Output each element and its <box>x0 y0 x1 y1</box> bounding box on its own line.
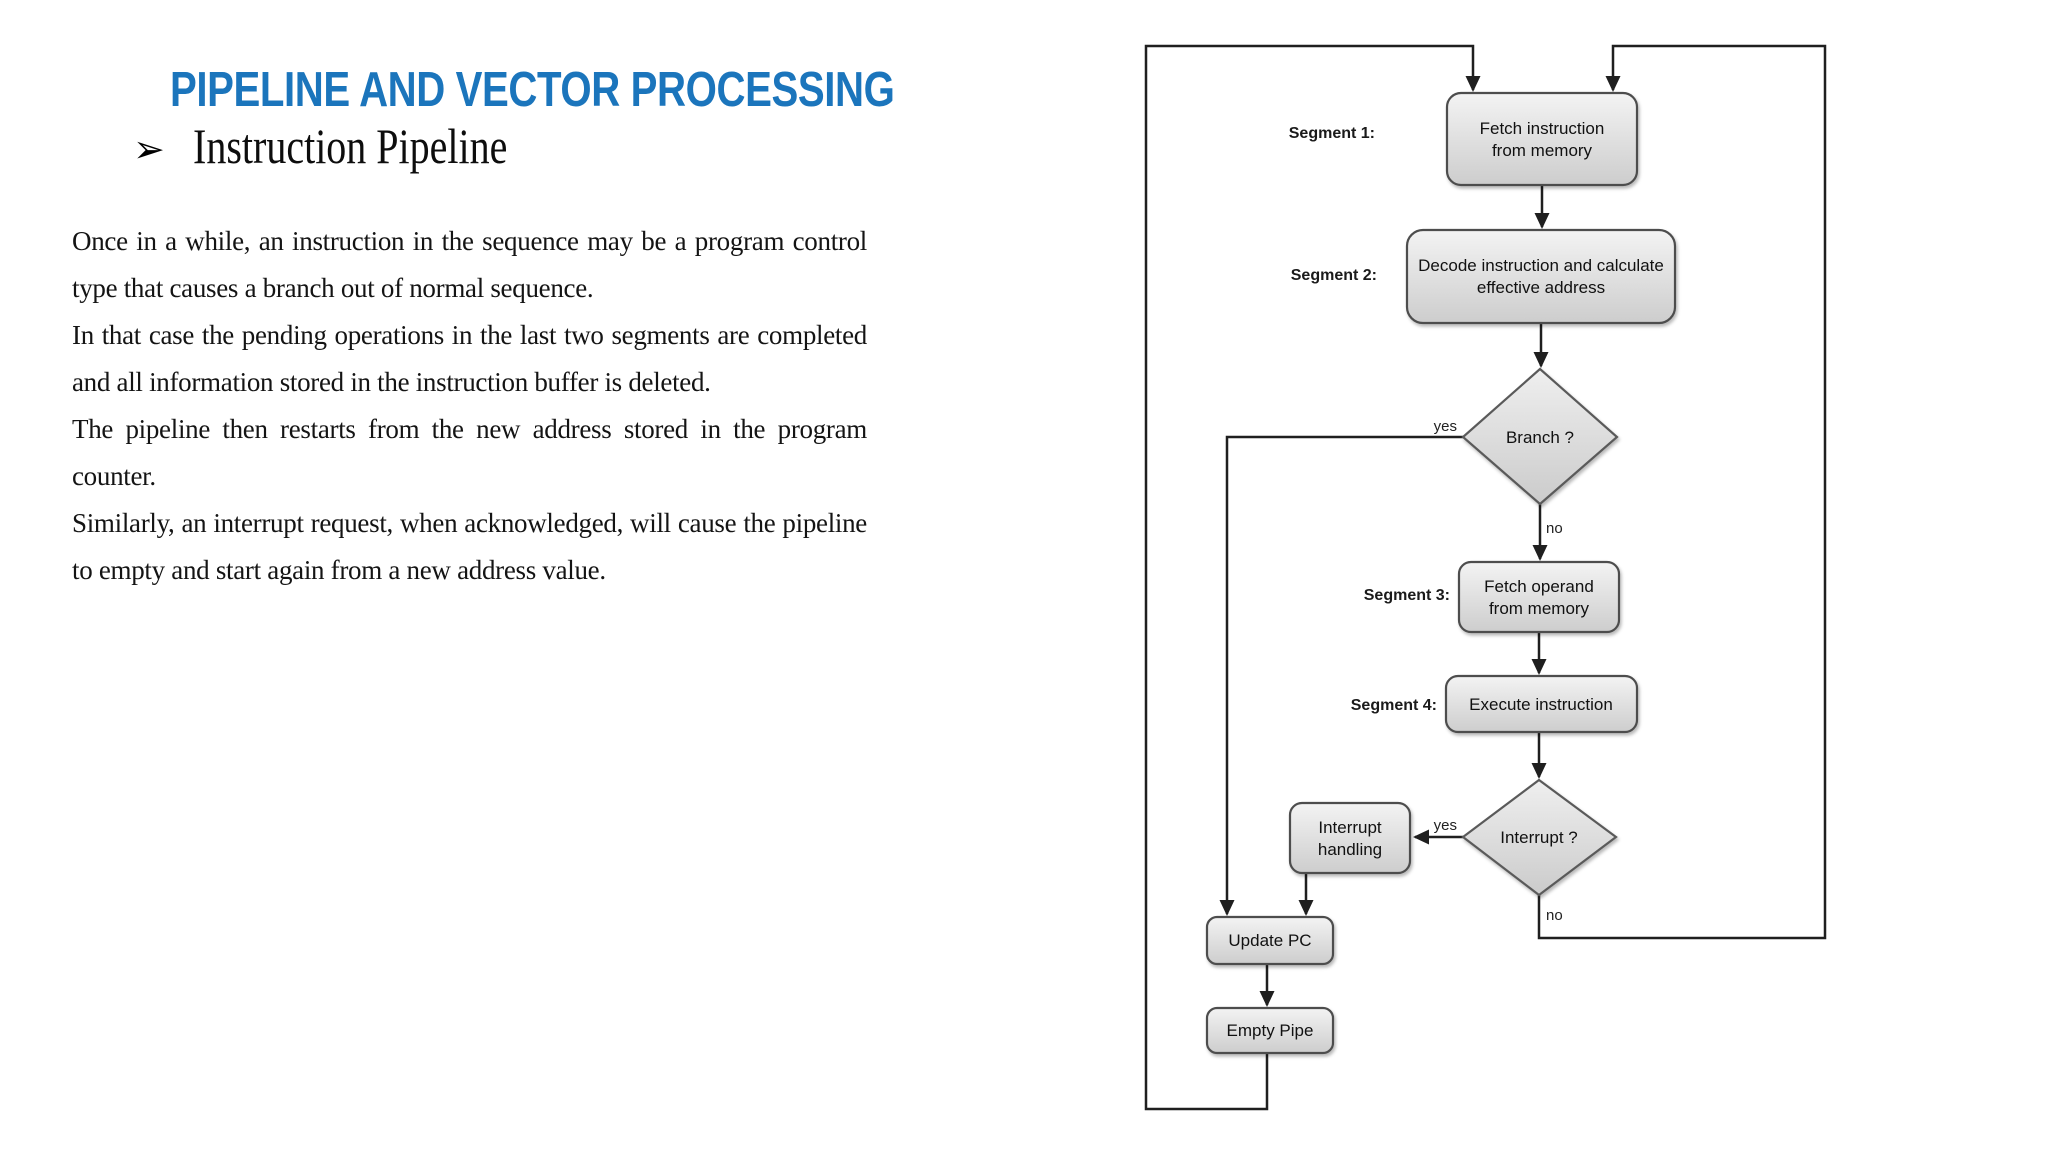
node-empty-pipe: Empty Pipe <box>1205 1006 1335 1055</box>
svg-text:Interrupt: Interrupt <box>1318 818 1382 837</box>
svg-text:Branch ?: Branch ? <box>1506 428 1574 447</box>
node-execute: Execute instruction <box>1444 674 1639 734</box>
branch-no-label: no <box>1546 520 1563 537</box>
svg-text:Interrupt ?: Interrupt ? <box>1500 828 1578 847</box>
paragraph-3: The pipeline then restarts from the new … <box>72 414 867 491</box>
segment-4-label: Segment 4: <box>1351 697 1437 714</box>
node-decode: Decode instruction and calculate effecti… <box>1405 228 1677 325</box>
paragraph-2: In that case the pending operations in t… <box>72 320 867 397</box>
interrupt-yes-label: yes <box>1434 817 1457 834</box>
node-fetch-instruction: Fetch instruction from memory <box>1445 91 1639 187</box>
page-title: PIPELINE AND VECTOR PROCESSING <box>170 63 895 117</box>
svg-text:Execute instruction: Execute instruction <box>1469 695 1613 714</box>
node-interrupt-handling: Interrupt handling <box>1288 801 1412 875</box>
segment-1-label: Segment 1: <box>1289 125 1375 142</box>
svg-text:Fetch instruction: Fetch instruction <box>1480 119 1605 138</box>
subtitle-text: Instruction Pipeline <box>192 118 508 174</box>
body-text: Once in a while, an instruction in the s… <box>72 218 867 594</box>
branch-yes-label: yes <box>1434 418 1457 435</box>
node-fetch-operand: Fetch operand from memory <box>1457 560 1621 634</box>
svg-text:Fetch operand: Fetch operand <box>1484 577 1594 596</box>
svg-text:Empty Pipe: Empty Pipe <box>1227 1021 1314 1040</box>
svg-text:from memory: from memory <box>1489 599 1590 618</box>
subtitle: ➢ Instruction Pipeline <box>133 116 586 176</box>
svg-text:effective address: effective address <box>1477 278 1605 297</box>
paragraph-4: Similarly, an interrupt request, when ac… <box>72 508 867 585</box>
edge-branch-yes <box>1219 435 1463 916</box>
segment-2-label: Segment 2: <box>1291 267 1377 284</box>
paragraph-1: Once in a while, an instruction in the s… <box>72 226 867 303</box>
svg-text:Decode instruction and calcula: Decode instruction and calculate <box>1418 256 1664 275</box>
node-branch-decision: Branch ? <box>1461 367 1619 506</box>
instruction-pipeline-flowchart: Fetch instruction from memory Segment 1:… <box>1144 44 1827 1111</box>
svg-text:Update PC: Update PC <box>1228 931 1311 950</box>
interrupt-no-label: no <box>1546 907 1563 924</box>
arrow-bullet-icon: ➢ <box>133 127 165 171</box>
svg-text:from memory: from memory <box>1492 141 1593 160</box>
svg-text:handling: handling <box>1318 840 1382 859</box>
node-update-pc: Update PC <box>1205 915 1335 966</box>
segment-3-label: Segment 3: <box>1364 587 1450 604</box>
node-interrupt-decision: Interrupt ? <box>1461 778 1618 897</box>
edge-emptypipe-to-fetch <box>1144 44 1481 1111</box>
edge-interrupt-no-to-fetch <box>1537 44 1827 940</box>
